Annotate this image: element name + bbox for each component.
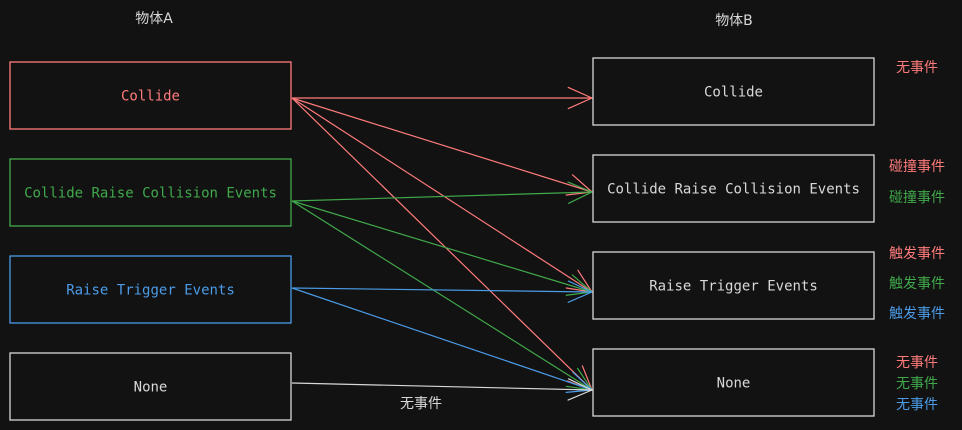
result-label-b-raise-trigger-0: 触发事件 [889,246,945,262]
column-b-title: 物体B [715,13,753,29]
a-collide-raise-box [9,158,292,227]
a-none-box [9,352,292,421]
a-collide-box [9,61,292,130]
result-label-b-none-0: 无事件 [896,355,938,371]
arrow-a-collide-raise-to-b-collide-raise [291,181,593,204]
result-label-b-collide-0: 无事件 [896,60,938,76]
a-none-label: None [134,380,168,396]
b-collide-raise-label: Collide Raise Collision Events [607,182,860,198]
a-raise-trigger-box [9,255,292,324]
arrow-a-collide-to-b-collide-raise [291,97,593,196]
result-label-b-collide-raise-1: 碰撞事件 [889,190,945,206]
result-label-b-none-1: 无事件 [896,376,938,392]
arrow-a-collide-to-b-raise-trigger [291,97,593,293]
b-collide-raise-box [592,154,875,223]
b-none-box [592,348,875,417]
arrow-a-raise-trigger-to-b-none [291,287,593,393]
column-a-title: 物体A [135,11,173,27]
arrow-a-raise-trigger-to-b-raise-trigger [291,280,593,303]
result-label-b-none-2: 无事件 [896,397,938,413]
b-collide-box [592,57,875,126]
result-label-b-collide-raise-0: 碰撞事件 [889,159,945,175]
arrow-a-collide-raise-to-b-none [291,200,593,391]
connections-layer [291,86,593,401]
a-collide-label: Collide [121,89,180,105]
none-connection-label: 无事件 [400,396,442,412]
arrow-a-collide-to-b-collide [292,86,593,110]
arrow-a-collide-to-b-none [291,97,593,391]
arrow-a-none-to-b-none [291,378,593,401]
arrow-a-collide-raise-to-b-raise-trigger [291,200,593,296]
b-collide-label: Collide [704,85,763,101]
a-collide-raise-label: Collide Raise Collision Events [24,186,277,202]
b-none-label: None [717,376,751,392]
b-raise-trigger-box [592,251,875,320]
b-raise-trigger-label: Raise Trigger Events [649,279,818,295]
result-label-b-raise-trigger-2: 触发事件 [889,306,945,322]
result-label-b-raise-trigger-1: 触发事件 [889,276,945,292]
a-raise-trigger-label: Raise Trigger Events [66,283,235,299]
